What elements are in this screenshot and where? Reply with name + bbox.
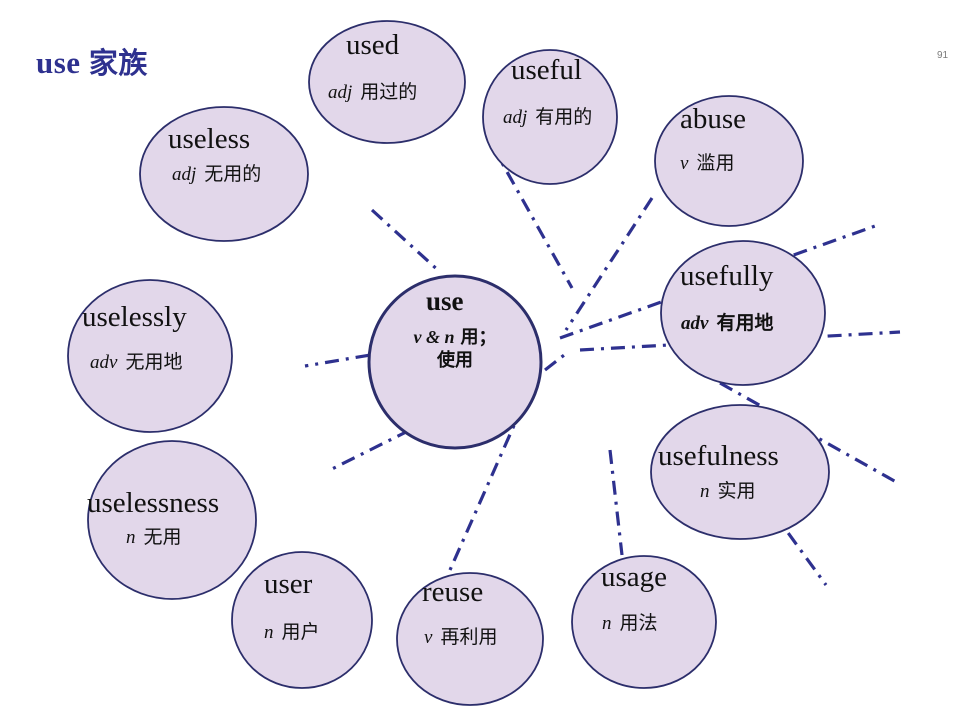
node-word-user: user (264, 568, 313, 600)
center-word: use (426, 286, 464, 316)
node-gloss-usefully: adv 有用地 (681, 312, 774, 334)
connector-line-4 (544, 350, 569, 372)
title-chinese: 家族 (88, 46, 148, 80)
node-circle-used (308, 20, 466, 144)
node-meaning-abuse: 滥用 (696, 152, 735, 174)
node-circle-uselessness (87, 440, 257, 600)
node-gloss-uselessness: n 无用 (126, 526, 182, 548)
node-meaning-used: 用过的 (360, 81, 418, 103)
node-meaning-uselessness: 无用 (143, 526, 182, 548)
center-meaning-2: 使用 (437, 349, 473, 371)
node-word-uselessly: uselessly (82, 301, 187, 333)
node-circle-reuse (396, 572, 544, 706)
node-pos-usage: n (602, 613, 612, 634)
title-english: use (36, 45, 81, 80)
node-pos-abuse: v (680, 153, 689, 174)
node-pos-used: adj (328, 82, 353, 103)
connector-line-8 (608, 449, 624, 556)
node-circle-abuse (654, 95, 804, 227)
node-word-uselessness: uselessness (87, 487, 220, 519)
node-gloss-reuse: v 再利用 (424, 626, 498, 648)
node-circle-useful (482, 49, 618, 185)
connector-line-2 (490, 144, 574, 289)
node-circles (67, 20, 830, 706)
node-meaning-useless: 无用的 (204, 163, 262, 185)
node-meaning-usefulness: 实用 (717, 480, 756, 502)
node-word-usefulness: usefulness (658, 440, 779, 472)
node-pos-reuse: v (424, 627, 433, 648)
connector-line-12 (329, 428, 411, 472)
connector-line-1 (370, 208, 442, 274)
node-gloss-uselessly: adv 无用地 (90, 351, 183, 373)
node-gloss-user: n 用户 (264, 621, 320, 643)
center-pos: v & n (413, 327, 455, 347)
node-pos-usefully: adv (681, 313, 709, 334)
node-meaning-usefully: 有用地 (716, 312, 774, 334)
node-meaning-reuse: 再利用 (440, 626, 498, 648)
node-pos-uselessly: adv (90, 352, 118, 373)
node-gloss-useful: adj 有用的 (503, 106, 593, 128)
node-pos-user: n (264, 622, 274, 643)
node-meaning-useful: 有用的 (535, 106, 593, 128)
node-word-useful: useful (511, 54, 582, 86)
page-number: 91 (937, 50, 949, 61)
node-meaning-uselessly: 无用地 (125, 351, 183, 373)
node-circle-usefulness (650, 404, 830, 540)
node-circle-usefully (660, 240, 826, 386)
page-title: use 家族 (36, 40, 148, 82)
node-gloss-used: adj 用过的 (328, 81, 418, 103)
node-gloss-usage: n 用法 (602, 612, 658, 634)
center-meaning-1: 用； (460, 327, 497, 348)
node-gloss-usefulness: n 实用 (700, 480, 756, 502)
node-word-reuse: reuse (422, 576, 484, 608)
node-circle-user (231, 551, 373, 689)
node-gloss-useless: adj 无用的 (172, 163, 262, 185)
node-circle-use (367, 274, 543, 450)
node-word-abuse: abuse (680, 103, 747, 135)
node-word-used: used (346, 29, 400, 61)
node-circle-usage (571, 555, 717, 689)
connector-line-3 (564, 197, 654, 331)
node-word-useless: useless (168, 123, 251, 155)
node-pos-uselessness: n (126, 527, 136, 548)
node-gloss-abuse: v 滥用 (680, 152, 735, 174)
node-meaning-usage: 用法 (619, 612, 658, 634)
node-circle-useless (139, 106, 309, 242)
node-word-usage: usage (601, 561, 668, 593)
node-pos-useful: adj (503, 107, 528, 128)
node-word-usefully: usefully (680, 260, 774, 292)
node-meaning-user: 用户 (281, 621, 320, 643)
node-pos-useless: adj (172, 164, 197, 185)
node-circle-uselessly (67, 279, 233, 433)
node-pos-usefulness: n (700, 481, 710, 502)
